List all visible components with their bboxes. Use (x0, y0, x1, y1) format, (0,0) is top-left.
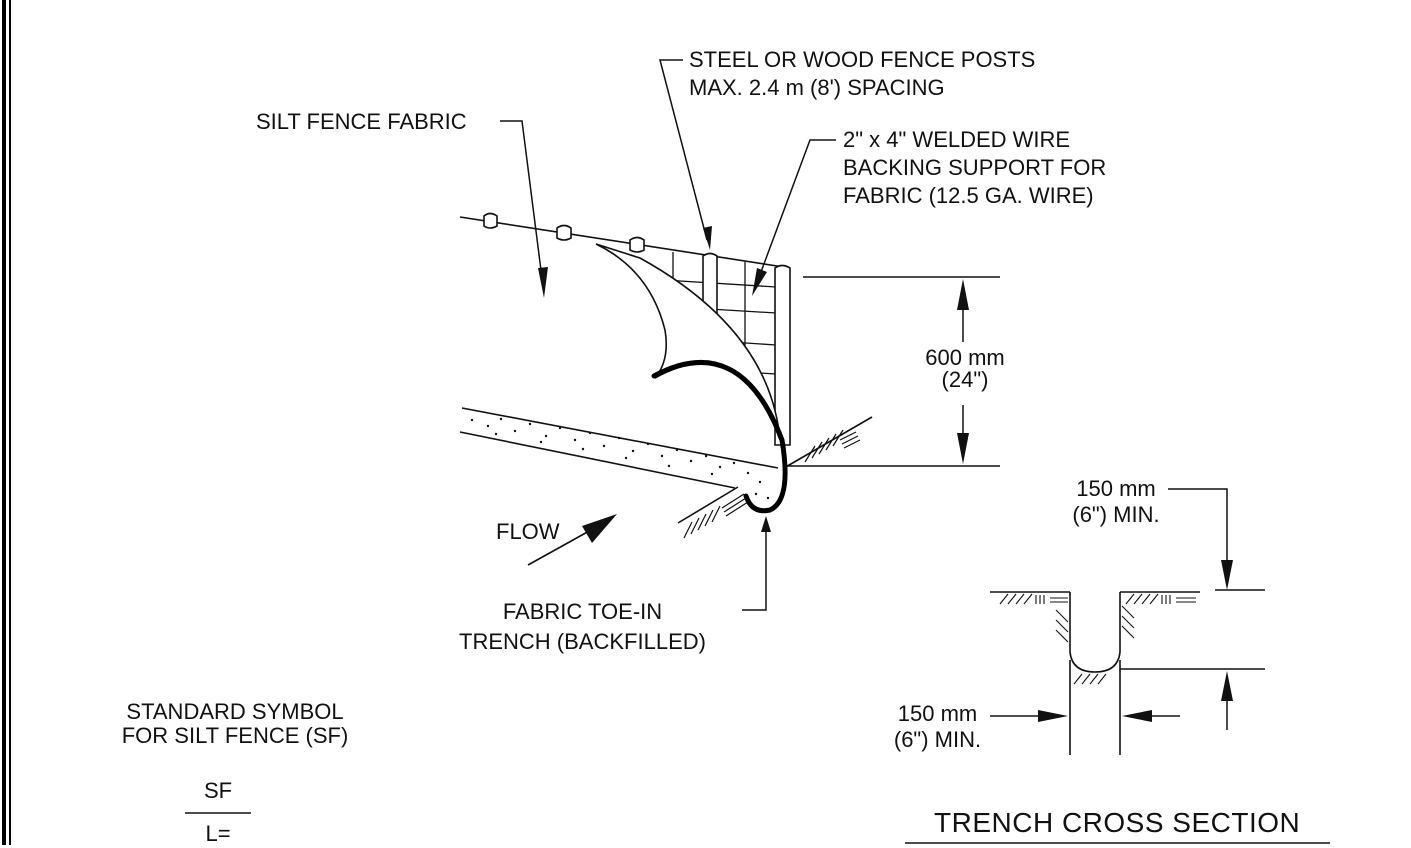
sheet-border-left (2, 0, 11, 845)
wire-label-line1: 2" x 4" WELDED WIRE (843, 127, 1071, 152)
leader-arrowheads (538, 226, 771, 532)
symbol-length: L= (205, 821, 231, 846)
trench-width-label: 150 mm (6") MIN. (880, 701, 995, 753)
toe-in-label: FABRIC TOE-IN TRENCH (BACKFILLED) (430, 597, 735, 657)
gravel-stipple (470, 417, 770, 507)
trench-cross-section (990, 589, 1265, 755)
wire-label-line2: BACKING SUPPORT FOR (843, 155, 1107, 180)
trench-hatching (999, 593, 1196, 685)
trench-section-title: TRENCH CROSS SECTION (934, 807, 1301, 838)
wire-label: 2" x 4" WELDED WIRE BACKING SUPPORT FOR … (843, 126, 1106, 210)
fence-post-tops (483, 212, 645, 253)
height-dimension (787, 276, 1000, 467)
toe-in-label-line1: FABRIC TOE-IN (502, 599, 663, 624)
fabric-toe-curve (651, 359, 788, 514)
fabric-label: SILT FENCE FABRIC (256, 109, 467, 134)
standard-symbol-caption-line2: FOR SILT FENCE (SF) (121, 723, 349, 748)
trench-width-label-line2: (6") MIN. (893, 727, 982, 752)
posts-label-line1: STEEL OR WOOD FENCE POSTS (689, 47, 1036, 72)
standard-symbol-caption-line1: STANDARD SYMBOL (126, 699, 344, 724)
silt-fence-fabric (595, 243, 781, 441)
symbol-sf: SF (203, 778, 233, 803)
leader-lines (500, 59, 836, 611)
toe-in-label-line2: TRENCH (BACKFILLED) (459, 629, 706, 654)
wire-label-line3: FABRIC (12.5 GA. WIRE) (843, 183, 1094, 208)
height-label-line1: 600 mm (925, 345, 1005, 370)
ground-slope (459, 216, 873, 539)
height-label-line2: (24") (941, 367, 989, 392)
flow-label: FLOW (496, 519, 560, 544)
height-dimension-arrows (957, 279, 969, 464)
trench-depth-label-line2: (6") MIN. (1072, 502, 1160, 527)
trench-depth-label-line1: 150 mm (1076, 476, 1156, 501)
trench-dimension-arrows (1038, 560, 1233, 722)
trench-width-label-line1: 150 mm (897, 701, 978, 726)
posts-label-line2: MAX. 2.4 m (8') SPACING (689, 75, 945, 100)
flow-arrow (527, 514, 617, 566)
height-label: 600 mm (24") (905, 347, 1025, 391)
posts-label: STEEL OR WOOD FENCE POSTS MAX. 2.4 m (8'… (689, 46, 1035, 102)
trench-depth-label: 150 mm (6") MIN. (1055, 476, 1177, 528)
standard-symbol-caption: STANDARD SYMBOL FOR SILT FENCE (SF) (95, 700, 375, 748)
